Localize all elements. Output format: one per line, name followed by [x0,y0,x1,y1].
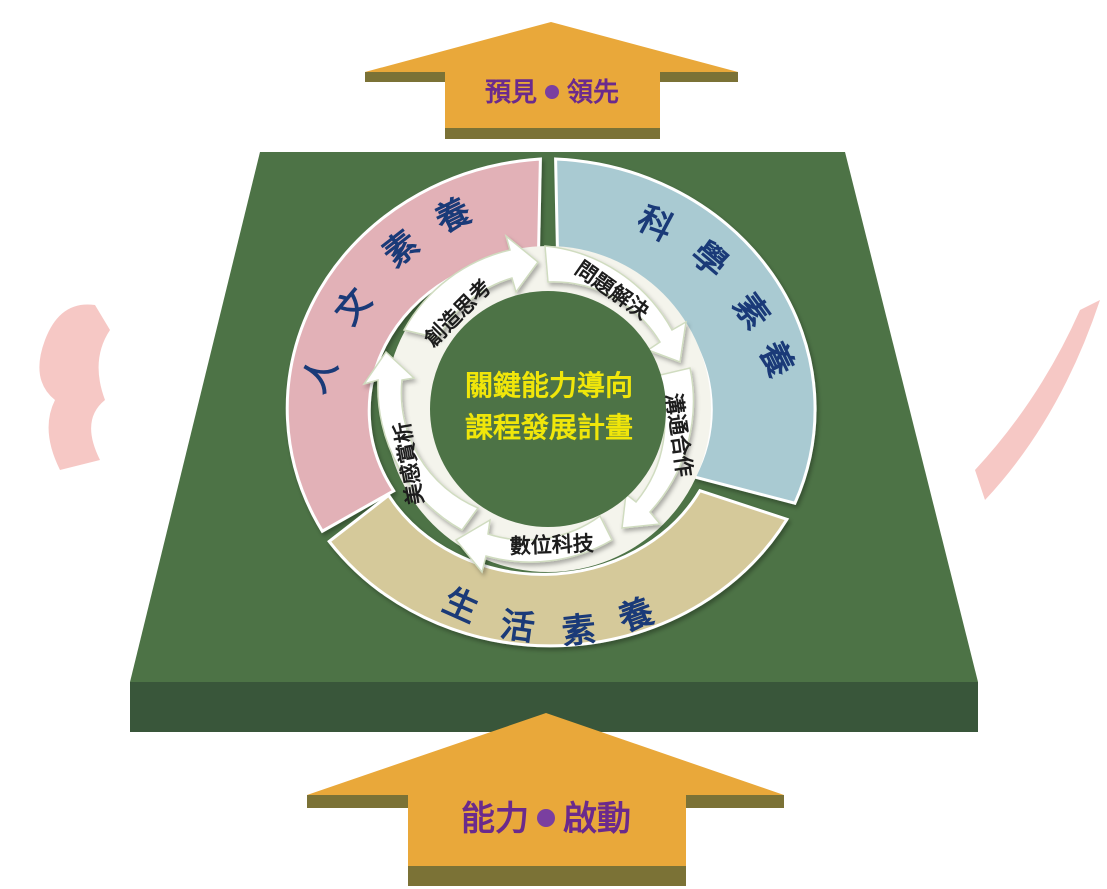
top-arrow-text-left: 預見 [485,78,537,108]
bottom-arrow-text-left: 能力 [461,799,529,839]
life-char-2: 活 [498,605,537,649]
center-circle [430,291,666,527]
life-char-3: 素 [560,609,598,652]
aesthetic-arrow [362,350,480,531]
ability-digital: 數位科技 [509,532,595,559]
humanities-segment [285,157,542,534]
center-title-line1: 關鍵能力導向 [465,369,633,402]
digital-arrow [454,514,613,574]
bottom-arrow-body [307,713,784,866]
creative-arrow [402,233,540,339]
top-arrow-dot [545,85,559,99]
top-arrow [365,22,738,139]
watermark-right-swoosh [975,300,1100,500]
cycle-arrows [362,233,695,574]
bottom-arrow-shadow [408,866,686,886]
watermark [39,300,1100,500]
watermark-left-glyph [39,304,110,470]
problem-arrow [544,245,687,364]
top-arrow-body [365,22,738,128]
life-segment [327,488,790,648]
bottom-arrow [307,713,784,886]
bottom-arrow-dot [537,809,555,827]
platform-front [130,682,978,732]
outer-ring [285,157,817,648]
bottom-arrow-text-right: 啟動 [563,799,631,839]
center-title-line2: 課程發展計畫 [465,411,633,444]
top-arrow-shadow [445,128,660,139]
top-arrow-text-right: 領先 [567,77,619,108]
